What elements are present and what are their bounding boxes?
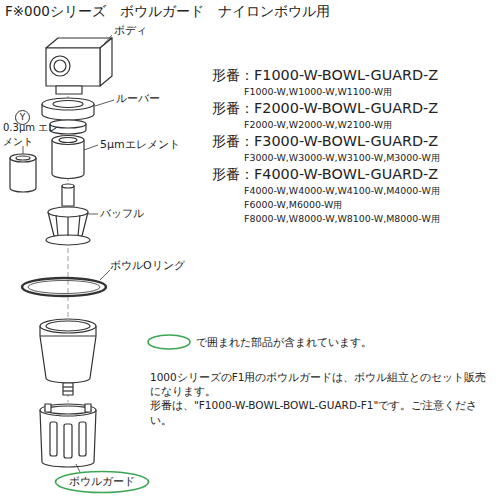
model-number: 形番：F4000-W-BOWL-GUARD-Z xyxy=(212,165,496,184)
element-03 xyxy=(10,154,36,192)
part-label: ルーバー xyxy=(116,92,160,105)
applicable-models: F3000-W,W3000-W,W3100-W,M3000-W用 xyxy=(244,151,496,165)
bowl-o-ring xyxy=(22,278,106,296)
applicable-models: F1000-W,W1000-W,W1100-W用 xyxy=(244,85,496,99)
diagram-title: F※000シリーズ ボウルガード ナイロンボウル用 xyxy=(5,3,330,19)
bowl-guard-part xyxy=(40,404,96,467)
part-label: ボディ xyxy=(114,24,147,37)
applicable-models: F2000-W,W2000-W,W2100-W用 xyxy=(244,118,496,132)
note-text: 形番は、"F1000-W-BOWL-BOWL-GUARD-F1"です。ご注意くだ… xyxy=(150,398,494,426)
legend-row: で囲まれた部品が含まれています。 xyxy=(146,333,372,351)
body-part xyxy=(46,38,112,94)
baffle-part xyxy=(46,184,90,245)
legend-text: で囲まれた部品が含まれています。 xyxy=(196,336,372,349)
part-label: バッフル xyxy=(100,207,144,220)
nylon-bowl xyxy=(40,319,96,395)
note-text: 1000シリーズのF1用のボウルガードは、ボウル組立とのセット販売になります。 xyxy=(150,370,494,398)
applicable-models: F6000-W,M6000-W用 xyxy=(244,198,496,212)
model-list: 形番：F1000-W-BOWL-GUARD-ZF1000-W,W1000-W,W… xyxy=(212,66,496,226)
element-5 xyxy=(52,136,84,179)
part-label: 0.3μm エレメント xyxy=(3,121,59,148)
model-number: 形番：F2000-W-BOWL-GUARD-Z xyxy=(212,99,496,118)
leader-lines xyxy=(23,35,114,472)
legend: で囲まれた部品が含まれています。 xyxy=(146,333,372,351)
part-label: 5μmエレメント xyxy=(100,138,180,151)
model-number: 形番：F1000-W-BOWL-GUARD-Z xyxy=(212,66,496,85)
part-label: ボウルガード xyxy=(69,475,135,488)
model-number: 形番：F3000-W-BOWL-GUARD-Z xyxy=(212,132,496,151)
note-block: 1000シリーズのF1用のボウルガードは、ボウル組立とのセット販売になります。形… xyxy=(150,370,494,427)
legend-swatch xyxy=(146,333,192,351)
applicable-models: F4000-W,W4000-W,W4100-W,M4000-W用 xyxy=(244,184,496,198)
part-label: ボウルOリング xyxy=(110,259,185,272)
applicable-models: F8000-W,W8000-W,W8100-W,M8000-W用 xyxy=(244,212,496,226)
callout-ellipse: ボウルガード xyxy=(54,470,150,494)
